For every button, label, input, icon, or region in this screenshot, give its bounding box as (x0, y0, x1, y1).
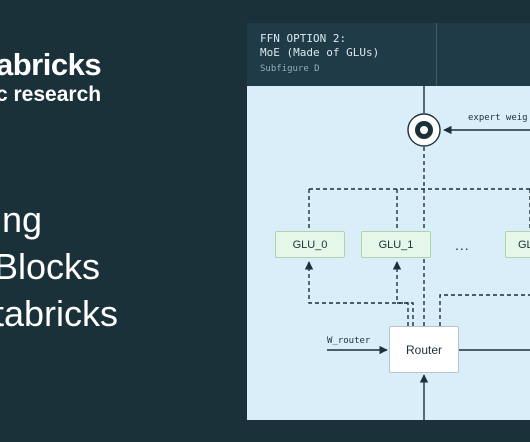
headline: ing Blocks tabricks (0, 196, 118, 337)
combine-node-dot (420, 126, 428, 134)
moe-figure-panel: FFN OPTION 2: MoE (Made of GLUs) Subfigu… (247, 23, 530, 420)
glu-node-0: GLU_0 (275, 231, 345, 258)
brand-logo-text: abricks c research (0, 47, 102, 107)
figure-header: FFN OPTION 2: MoE (Made of GLUs) Subfigu… (247, 23, 530, 86)
headline-line-3: tabricks (0, 293, 119, 334)
router-to-glu2-line (439, 294, 530, 326)
glu-node-1: GLU_1 (361, 231, 431, 258)
figure-subtitle: Subfigure D (260, 64, 320, 74)
brand-tagline: c research (0, 83, 102, 106)
router-node: Router (389, 326, 459, 373)
glu-ellipsis: ... (455, 237, 470, 253)
expert-weights-label: expert weig (468, 113, 528, 123)
router-to-glu1-arrow (392, 261, 414, 326)
headline-line-1: ing (0, 199, 43, 240)
w-router-label: W_router (327, 336, 371, 346)
figure-title: FFN OPTION 2: MoE (Made of GLUs) (260, 32, 380, 59)
moe-diagram (304, 86, 530, 420)
figure-header-divider (436, 23, 437, 86)
headline-line-2: Blocks (0, 246, 101, 287)
glu-node-2: GL (505, 231, 530, 258)
router-to-glu0-arrow (304, 261, 409, 326)
brand-name: abricks (0, 47, 102, 82)
